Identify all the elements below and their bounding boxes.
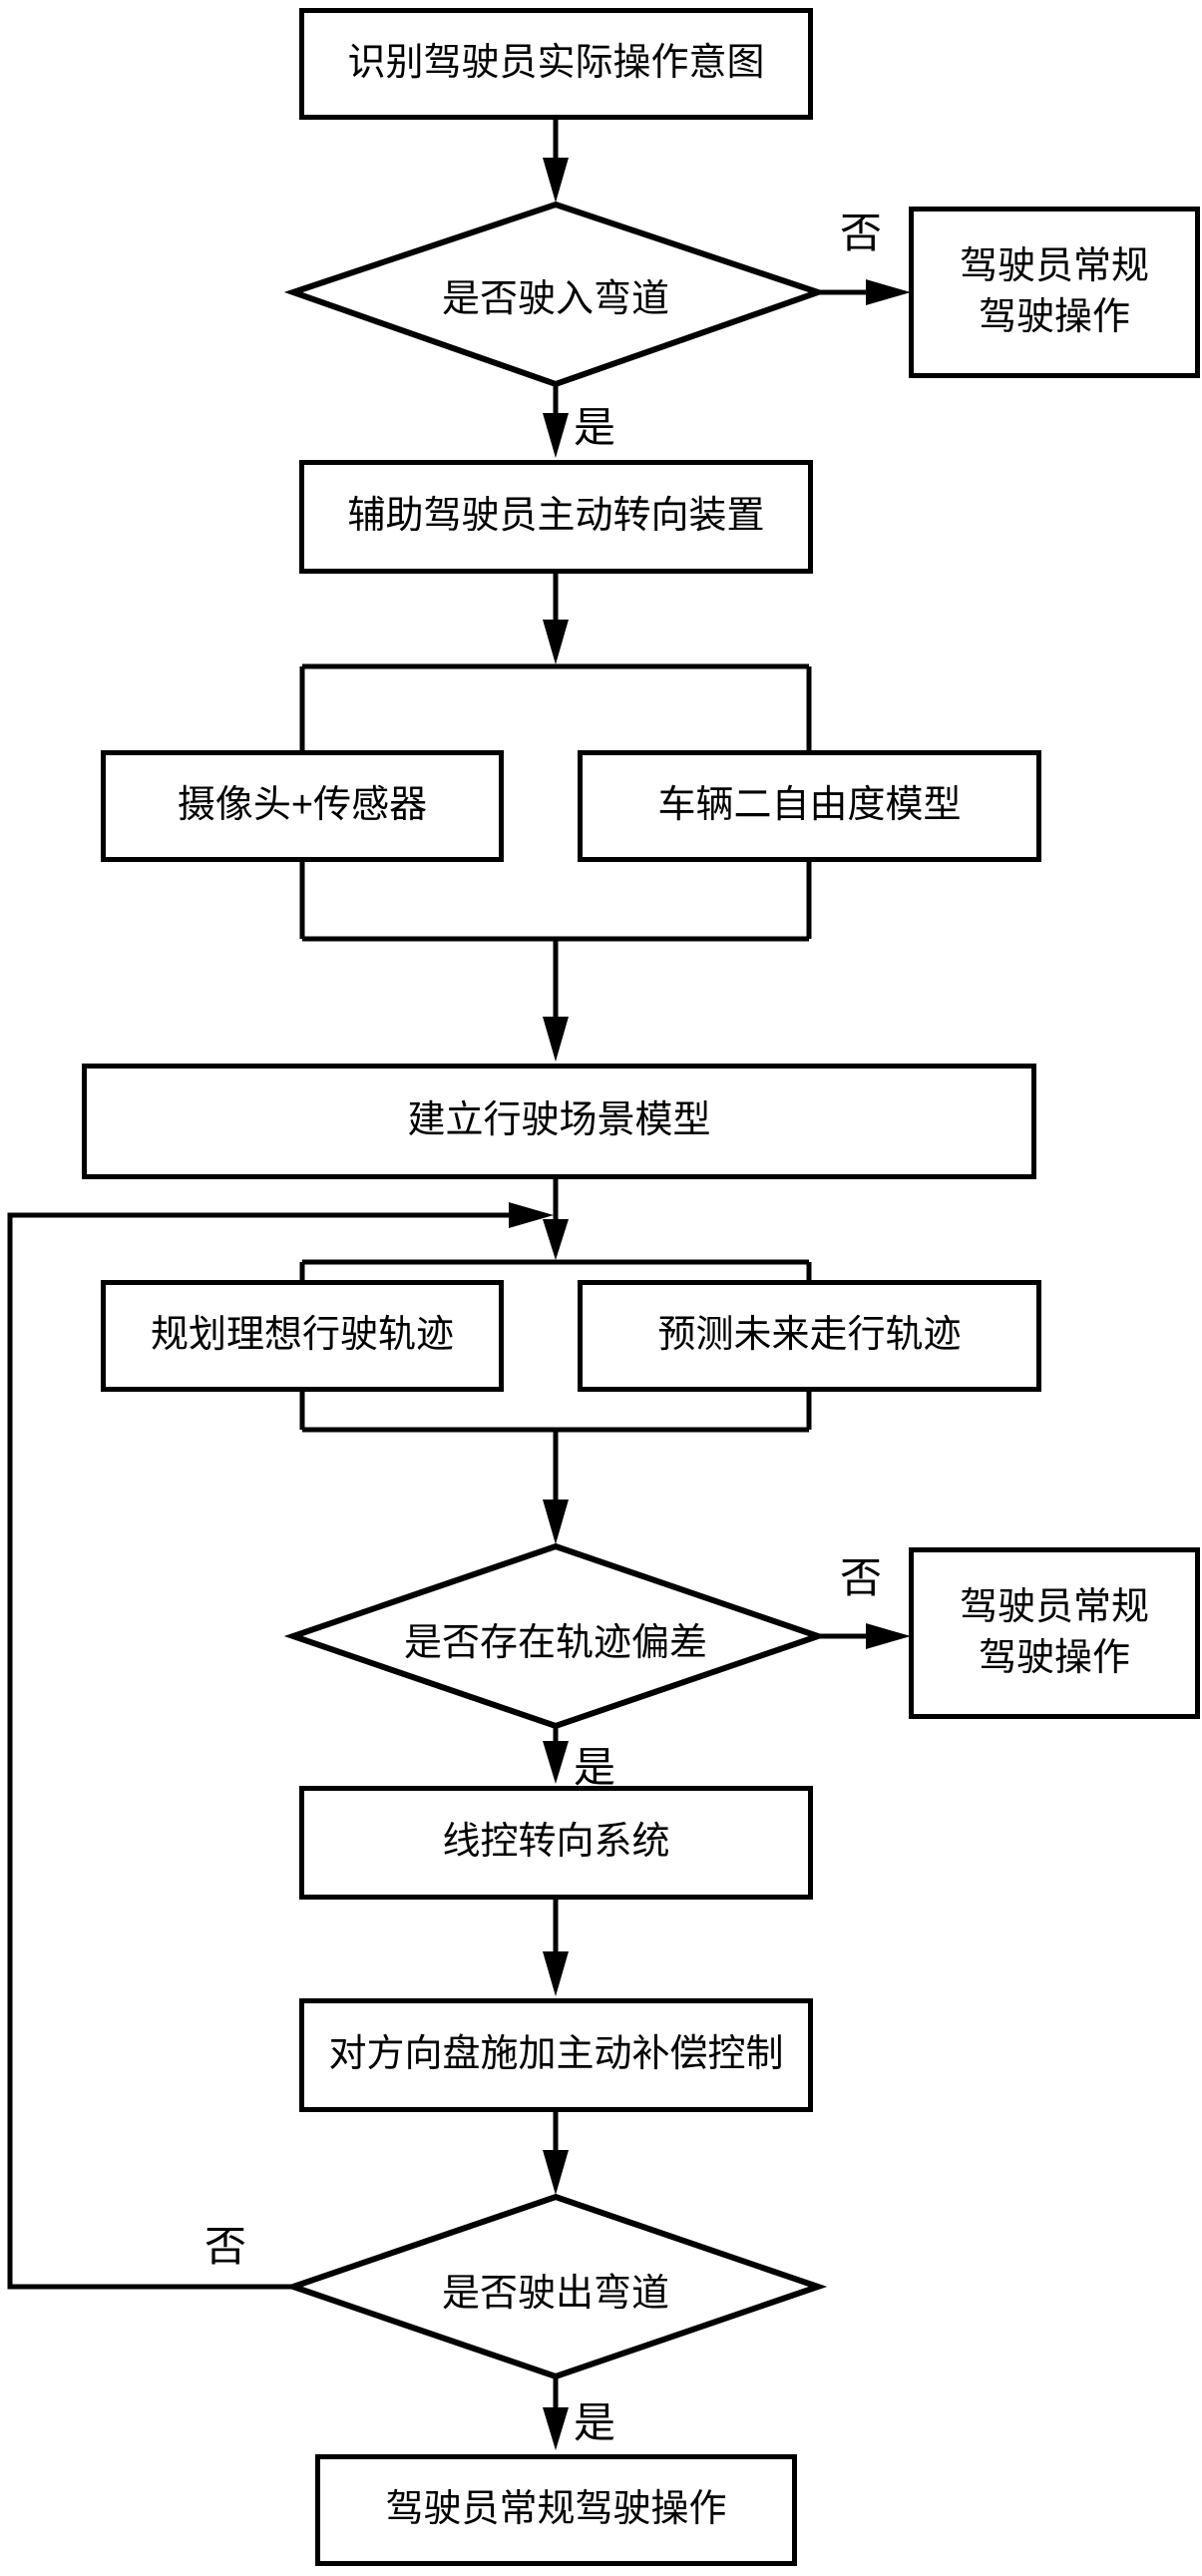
- arrowhead-down-4: [543, 1017, 569, 1062]
- node-assist-device-label: 辅助驾驶员主动转向装置: [347, 495, 765, 538]
- node-predict-trajectory-label: 预测未来走行轨迹: [657, 1314, 962, 1357]
- label-no-2: 否: [840, 1554, 883, 1601]
- merge-bar-2: [299, 1392, 812, 1503]
- node-normal-driving-1-line2: 驾驶操作: [978, 296, 1130, 338]
- node-scene-model-label: 建立行驶场景模型: [407, 1099, 711, 1142]
- node-vehicle-model: 车辆二自由度模型: [578, 750, 1041, 862]
- split-bar-1: [299, 663, 812, 750]
- node-identify-intent-label: 识别驾驶员实际操作意图: [347, 42, 765, 85]
- node-camera-sensor-label: 摄像头+传感器: [177, 784, 428, 827]
- feedback-line: [7, 1212, 512, 2290]
- label-no-3: 否: [204, 2223, 247, 2270]
- node-normal-driving-1-label: 驾驶员常规 驾驶操作: [960, 241, 1149, 344]
- node-steer-by-wire: 线控转向系统: [299, 1786, 813, 1900]
- arrowhead-down-10: [543, 2407, 569, 2450]
- node-assist-device: 辅助驾驶员主动转向装置: [299, 460, 813, 574]
- node-normal-driving-2-line1: 驾驶员常规: [959, 1585, 1149, 1628]
- arrowhead-right-2: [866, 1623, 911, 1649]
- node-predict-trajectory: 预测未来走行轨迹: [578, 1280, 1041, 1392]
- node-camera-sensor: 摄像头+传感器: [101, 750, 504, 862]
- node-plan-trajectory: 规划理想行驶轨迹: [101, 1280, 504, 1392]
- node-normal-driving-2: 驾驶员常规 驾驶操作: [909, 1547, 1200, 1719]
- arrowhead-down-9: [543, 2150, 569, 2195]
- arrowhead-down-5: [543, 1219, 569, 1260]
- node-normal-driving-1: 驾驶员常规 驾驶操作: [909, 207, 1200, 378]
- decision-exit-curve-label: 是否驶出弯道: [441, 2273, 669, 2315]
- decision-enter-curve-shape: [283, 201, 828, 388]
- node-compensation-label: 对方向盘施加主动补偿控制: [328, 2033, 784, 2076]
- arrowhead-right-1: [866, 279, 911, 305]
- merge-bar-1: [299, 862, 812, 1020]
- node-identify-intent: 识别驾驶员实际操作意图: [299, 8, 813, 120]
- label-no-1: 否: [840, 210, 883, 256]
- decision-deviation-label: 是否存在轨迹偏差: [403, 1622, 707, 1664]
- decision-deviation-shape: [283, 1542, 828, 1730]
- node-normal-driving-1-line1: 驾驶员常规: [959, 244, 1149, 287]
- arrowhead-down-1: [543, 158, 569, 203]
- node-vehicle-model-label: 车辆二自由度模型: [657, 784, 962, 827]
- node-normal-final-label: 驾驶员常规驾驶操作: [385, 2488, 727, 2531]
- decision-enter-curve-label: 是否驶入弯道: [441, 278, 669, 320]
- node-scene-model: 建立行驶场景模型: [82, 1064, 1036, 1179]
- node-normal-driving-2-line2: 驾驶操作: [978, 1637, 1130, 1679]
- arrowhead-down-6: [543, 1500, 569, 1544]
- label-yes-3: 是: [574, 2399, 616, 2446]
- label-yes-1: 是: [574, 404, 616, 451]
- arrowhead-down-3: [543, 620, 569, 664]
- decision-exit-curve-shape: [283, 2193, 828, 2380]
- node-normal-final: 驾驶员常规驾驶操作: [315, 2454, 797, 2566]
- node-steer-by-wire-label: 线控转向系统: [442, 1821, 670, 1864]
- arrowhead-down-8: [543, 1951, 569, 1996]
- arrowhead-down-7: [543, 1741, 569, 1784]
- node-compensation: 对方向盘施加主动补偿控制: [299, 1998, 813, 2112]
- node-plan-trajectory-label: 规划理想行驶轨迹: [150, 1314, 454, 1357]
- arrowhead-right-feedback: [509, 1202, 554, 1228]
- label-yes-2: 是: [574, 1744, 616, 1791]
- node-normal-driving-2-label: 驾驶员常规 驾驶操作: [960, 1582, 1149, 1685]
- arrowhead-down-2: [543, 413, 569, 458]
